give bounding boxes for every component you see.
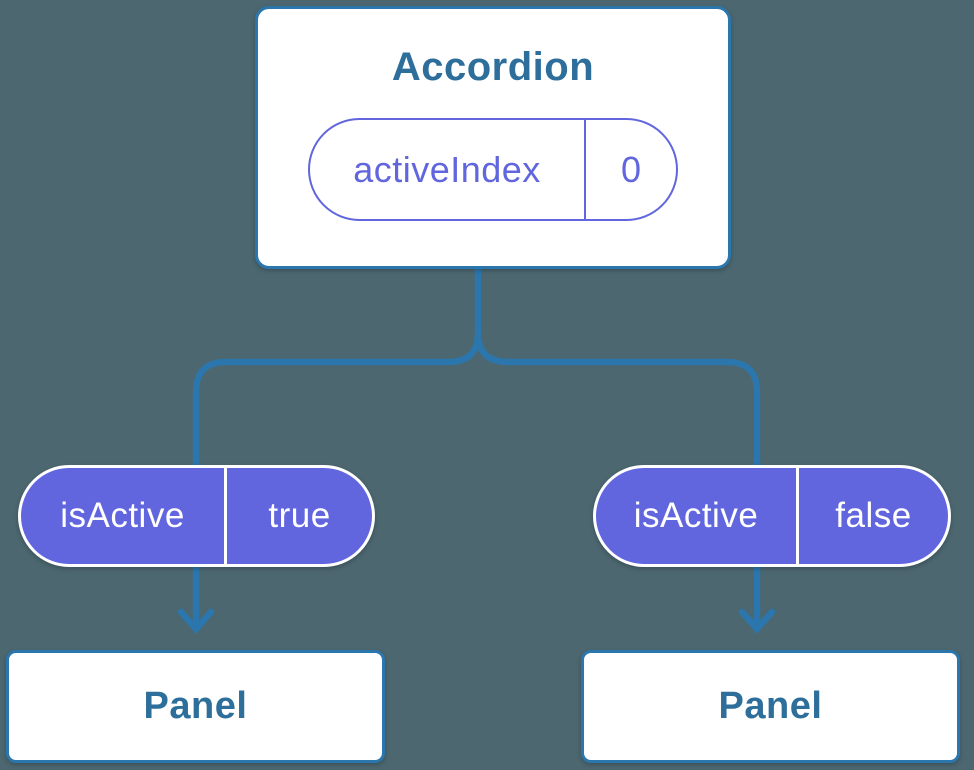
prop-value-label: false [796,468,948,564]
prop-name-label: activeIndex [353,148,541,190]
isactive-pill-left: isActive true [18,465,375,567]
panel-title: Panel [718,685,823,727]
panel-node-left: Panel [6,650,385,763]
prop-value-label: 0 [584,120,676,219]
activeindex-prop-pill: activeIndex 0 [308,118,678,221]
prop-value-label: true [224,468,372,564]
panel-title: Panel [143,685,248,727]
panel-node-right: Panel [581,650,960,763]
arrow-right-head-icon [738,608,776,634]
accordion-node: Accordion activeIndex 0 [255,6,731,269]
isactive-pill-right: isActive false [593,465,951,567]
prop-name-label: isActive [633,496,759,535]
connector-tree-line [192,266,761,467]
accordion-title: Accordion [391,45,595,89]
prop-name-label: isActive [60,496,185,535]
arrow-left-head-icon [177,608,215,634]
